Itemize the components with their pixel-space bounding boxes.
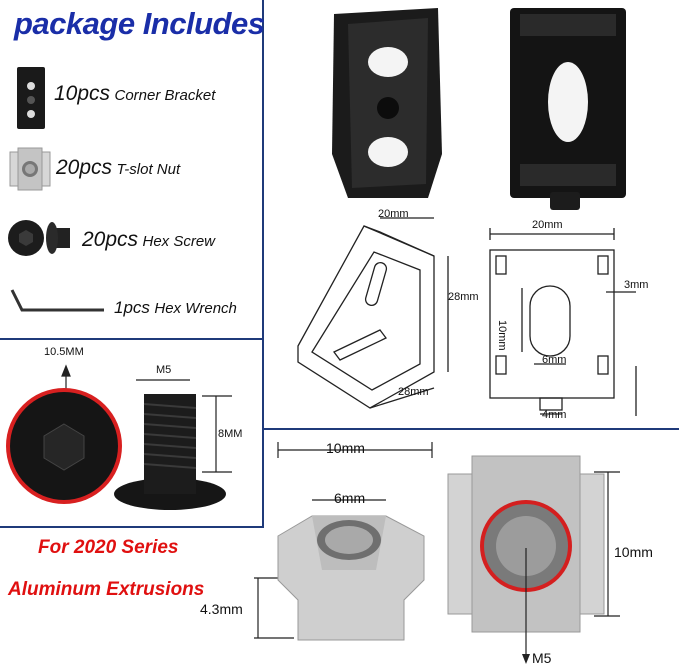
item-corner-bracket: 10pcs Corner Bracket xyxy=(54,82,216,105)
t-slot-nut-icon xyxy=(9,147,51,191)
dim-nut-thread: M5 xyxy=(532,650,552,666)
dim-slot-height: 10mm xyxy=(496,320,508,351)
item-hex-wrench: 1pcs Hex Wrench xyxy=(114,298,237,317)
dim-nut-side: 10mm xyxy=(614,544,653,560)
bracket-photo-angle xyxy=(332,8,442,198)
frame-horizontal-right xyxy=(262,428,679,430)
frame-vertical-left-bottom xyxy=(262,338,264,528)
dim-slot-width: 6mm xyxy=(542,354,567,366)
frame-horizontal-mid xyxy=(0,338,264,340)
dim-nut-inner: 6mm xyxy=(334,490,366,506)
dim-plan-width: 20mm xyxy=(532,219,563,231)
hex-wrench-icon xyxy=(10,289,104,312)
dim-nut-width: 10mm xyxy=(326,440,365,456)
series-label-line1: For 2020 Series xyxy=(38,537,179,558)
nut-photo-front xyxy=(254,442,433,641)
series-label-line2: Aluminum Extrusions xyxy=(8,579,205,600)
dim-screw-thread: M5 xyxy=(156,364,172,376)
dim-screw-head: 10.5MM xyxy=(44,346,84,358)
page-title: package Includes xyxy=(14,6,265,41)
dim-bracket-depth: 28mm xyxy=(398,386,429,398)
bracket-plan-drawing xyxy=(489,228,637,416)
corner-bracket-icon xyxy=(17,67,45,129)
item-hex-screw: 20pcs Hex Screw xyxy=(82,228,216,251)
nut-photo-top xyxy=(447,455,620,664)
dim-bracket-top-width: 20mm xyxy=(378,208,409,220)
bracket-photo-top xyxy=(510,8,626,210)
frame-vertical-top xyxy=(262,0,264,340)
dim-edge: 3mm xyxy=(624,279,649,291)
frame-horizontal-bottom xyxy=(0,526,264,528)
hex-screw-icon xyxy=(8,220,70,256)
dim-tab: 4mm xyxy=(542,409,567,421)
dim-screw-length: 8MM xyxy=(218,428,243,440)
item-t-slot-nut: 20pcs T-slot Nut xyxy=(56,156,181,179)
dim-nut-height: 4.3mm xyxy=(200,601,243,617)
screw-photo xyxy=(6,364,232,510)
dim-bracket-height: 28mm xyxy=(448,291,479,303)
bracket-iso-drawing xyxy=(297,217,449,409)
